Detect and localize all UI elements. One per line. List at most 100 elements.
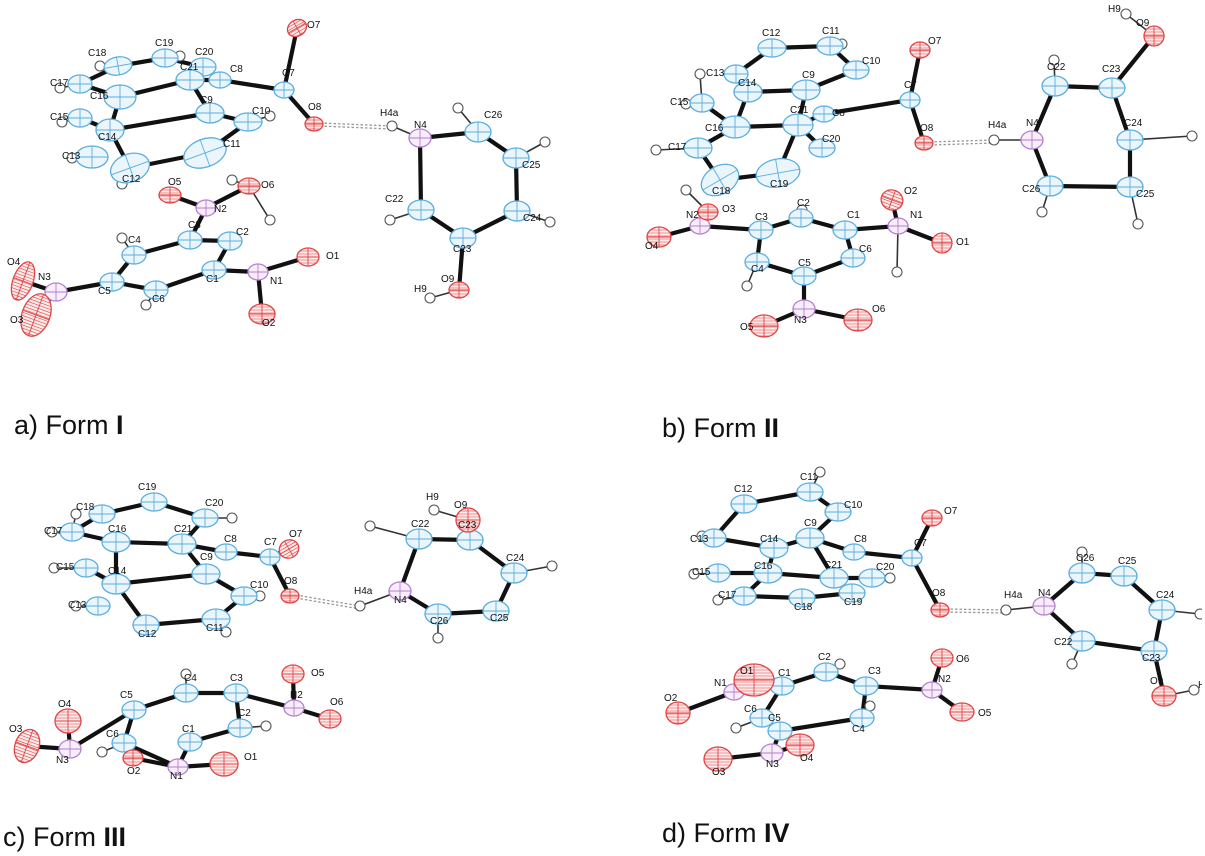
atom-o2 [122, 749, 144, 767]
atom-label-c1: C1 [778, 668, 791, 679]
atom-c6 [111, 733, 137, 753]
atom-label-n3: N3 [38, 272, 51, 283]
atom-c7 [273, 81, 295, 99]
atom-label-n2: N2 [938, 674, 951, 685]
atom-label-c2: C2 [238, 708, 251, 719]
atom-label-c20: C20 [822, 134, 841, 145]
atom-label-o8: O8 [932, 588, 946, 599]
hydrogen-atom [1186, 130, 1198, 142]
hydrogen-bond [319, 125, 393, 130]
atom-label-c18: C18 [76, 502, 95, 513]
atom-label-c17: C17 [50, 78, 69, 89]
caption-prefix: b) Form [662, 413, 765, 443]
atom-label-h4a: H4a [380, 108, 399, 119]
ellipsoid-hatch [14, 745, 37, 755]
hydrogen-atom [264, 110, 276, 122]
ellipsoid-hatch [23, 308, 50, 320]
ellipsoid-hatch [20, 320, 44, 330]
atom-n4 [408, 128, 432, 148]
atom-label-c8: C8 [854, 534, 867, 545]
atom-label-c1: C1 [847, 210, 860, 221]
atom-label-o4: O4 [800, 753, 814, 764]
atom-o4 [10, 261, 36, 301]
atom-c6 [143, 280, 169, 300]
atom-label-h9: H9 [1198, 680, 1202, 691]
atom-label-c15: C15 [670, 97, 689, 108]
atom-label-n4: N4 [414, 120, 427, 131]
atom-label-o1: O1 [244, 752, 258, 763]
atom-label-c15: C15 [50, 112, 69, 123]
atom-labels: C1C2C3C4C5C6C7C8C9C10C11C12C13C14C15C16C… [7, 20, 542, 329]
hydrogen-atom [1132, 218, 1144, 230]
atom-label-o9: O9 [441, 274, 455, 285]
hydrogen-atom [891, 266, 903, 278]
atom-o3 [20, 293, 52, 337]
atom-label-c11: C11 [822, 26, 840, 37]
atom-c25 [482, 600, 510, 622]
atom-label-c9: C9 [200, 95, 213, 106]
atoms [665, 466, 1202, 772]
atom-label-o5: O5 [311, 668, 325, 679]
atom-o5 [949, 702, 975, 722]
atom-labels: C1C2C3C4C5C6C7C8C9C10C11C12C13C14C15C16C… [9, 482, 525, 782]
ellipsoid-hatch [886, 190, 902, 197]
atom-c9 [795, 527, 825, 549]
atom-label-c12: C12 [734, 484, 753, 495]
atom-label-c24: C24 [1156, 590, 1175, 601]
caption-prefix: d) Form [662, 818, 765, 848]
ellipsoid-hatch [12, 281, 31, 289]
atom-c16 [753, 562, 783, 584]
atom-label-c3: C3 [230, 673, 243, 684]
hydrogen-bond [295, 594, 361, 607]
atom-o1 [296, 247, 320, 267]
atom-label-c5: C5 [98, 286, 111, 297]
atom-c15 [689, 93, 715, 113]
hydrogen-atom [364, 520, 376, 532]
atom-c4 [173, 683, 199, 703]
atom-label-o2: O2 [262, 318, 276, 329]
atom-label-c4: C4 [184, 673, 197, 684]
atom-label-o7: O7 [928, 36, 942, 47]
atom-c12 [109, 152, 151, 184]
atom-o3 [703, 746, 733, 772]
ellipsoid-hatch [13, 297, 20, 301]
hydrogen-bond [319, 122, 393, 127]
atom-label-o7: O7 [944, 506, 958, 517]
atom-label-c13: C13 [706, 68, 725, 79]
atom-label-c16: C16 [90, 91, 109, 102]
atom-n2 [689, 217, 711, 235]
atom-o1 [931, 232, 953, 254]
ellipsoid-axis [28, 294, 44, 336]
hydrogen-atom [452, 102, 464, 114]
hydrogen-atom [1066, 658, 1078, 670]
atom-c19 [838, 583, 866, 603]
hydrogen-atom [834, 658, 846, 670]
atom-label-h4a: H4a [354, 586, 373, 597]
atom-label-o2: O2 [664, 693, 678, 704]
atom-c23 [449, 227, 477, 249]
atom-c13 [75, 145, 109, 169]
atom-label-c11: C11 [206, 623, 224, 634]
atom-c11 [796, 482, 824, 502]
ellipsoid-hatch [282, 546, 299, 557]
hydrogen-atom [70, 600, 82, 612]
atom-label-o9: O9 [1150, 676, 1164, 687]
hydrogen-atom [741, 280, 753, 292]
hydrogen-bond [929, 139, 995, 143]
ellipsoid-hatch [296, 31, 305, 37]
atom-c3 [748, 220, 774, 240]
atom-label-c7: C7 [914, 538, 927, 549]
atom-label-o6: O6 [261, 180, 275, 191]
atom-c2 [788, 208, 814, 228]
atom-n2 [283, 699, 305, 717]
hydrogen-atom [1036, 206, 1048, 218]
atom-label-n1: N1 [170, 771, 183, 782]
atom-c25 [1116, 176, 1144, 198]
atom-o1 [733, 663, 775, 697]
atom-label-c14: C14 [760, 534, 779, 545]
atom-label-o1: O1 [326, 251, 340, 262]
hydrogen-atom [884, 572, 896, 584]
ellipsoid-hatch [20, 324, 42, 333]
ellipsoid-hatch [280, 543, 298, 555]
atom-n2 [921, 681, 943, 699]
